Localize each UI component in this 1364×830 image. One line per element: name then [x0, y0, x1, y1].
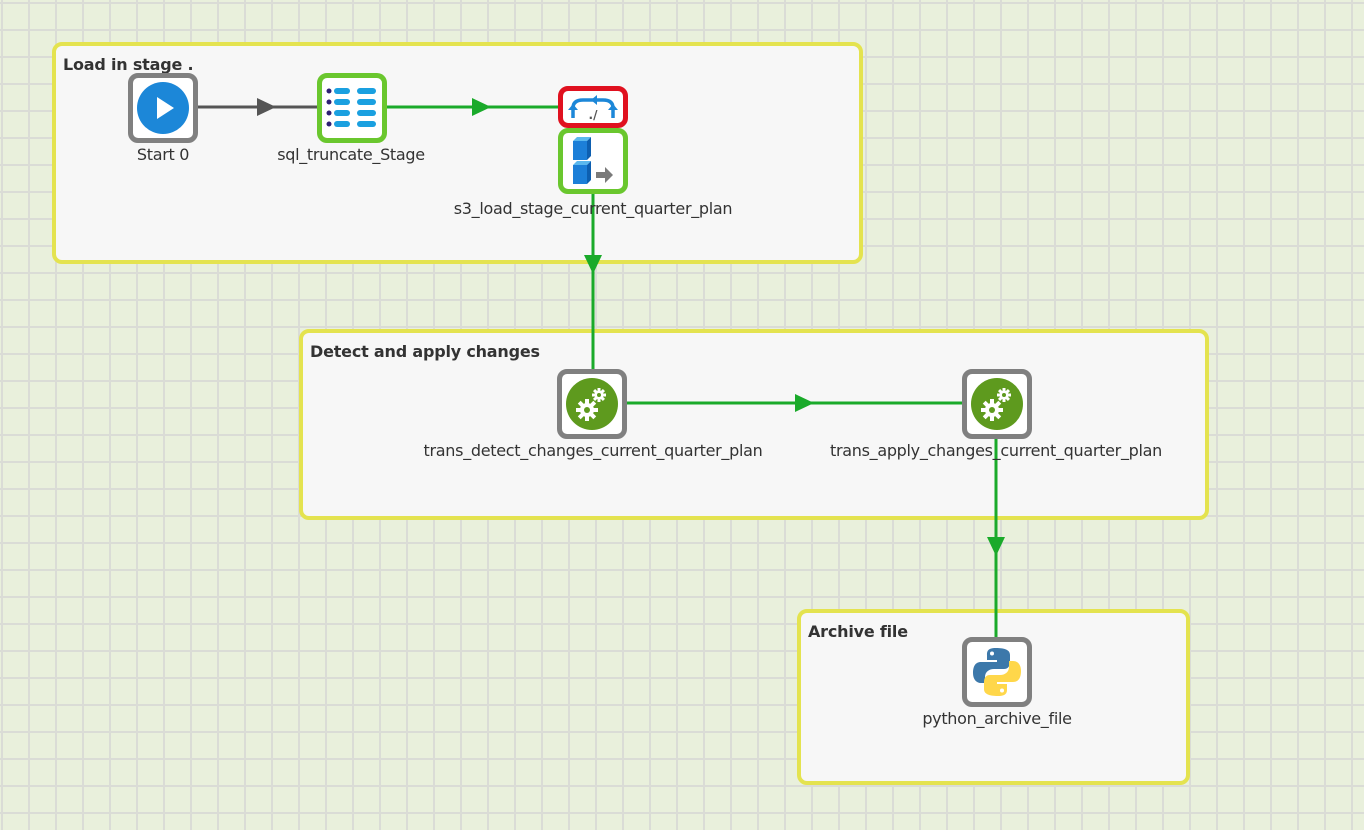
- node-sql-truncate-stage[interactable]: [317, 73, 387, 143]
- gears-icon: [971, 378, 1023, 430]
- group-title: Load in stage .: [63, 55, 194, 74]
- group-title: Archive file: [808, 622, 908, 641]
- node-s3-load-stage[interactable]: [558, 128, 628, 194]
- node-label-trans-apply-changes: trans_apply_changes_current_quarter_plan: [829, 441, 1163, 460]
- node-trans-apply-changes[interactable]: [962, 369, 1032, 439]
- sql-list-icon: [326, 88, 376, 127]
- shell-loop-icon: ./: [568, 95, 618, 122]
- arrow-head: [987, 537, 1005, 556]
- node-label-python-archive-file: python_archive_file: [922, 709, 1072, 728]
- gears-icon: [566, 378, 618, 430]
- node-label-start: Start 0: [136, 145, 190, 164]
- node-trans-detect-changes[interactable]: [557, 369, 627, 439]
- node-start[interactable]: [128, 73, 198, 143]
- node-label-trans-detect-changes: trans_detect_changes_current_quarter_pla…: [423, 441, 763, 460]
- python-icon: [973, 648, 1021, 696]
- node-python-archive-file[interactable]: [962, 637, 1032, 707]
- play-icon: [137, 82, 189, 134]
- node-loop[interactable]: ./: [558, 86, 628, 128]
- node-label-sql-truncate-stage: sql_truncate_Stage: [277, 145, 425, 164]
- svg-text:./: ./: [589, 108, 599, 122]
- s3-load-icon: [573, 137, 613, 184]
- group-archive-file[interactable]: Archive file: [797, 609, 1190, 785]
- node-label-s3-load-stage: s3_load_stage_current_quarter_plan: [453, 199, 733, 218]
- group-detect-and-apply-changes[interactable]: Detect and apply changes: [299, 329, 1209, 520]
- group-title: Detect and apply changes: [310, 342, 540, 361]
